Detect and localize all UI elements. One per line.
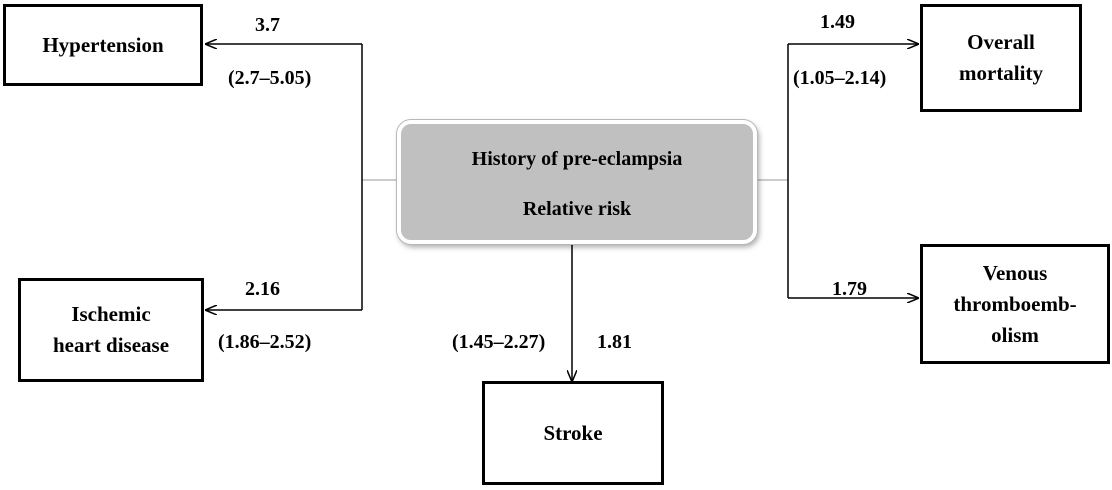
outcome-box-stroke: Stroke — [482, 381, 664, 485]
rr-value-overall-mortality: 1.49 — [820, 11, 855, 33]
center-subtitle: Relative risk — [522, 198, 632, 220]
outcome-box-ischemic-heart-disease: Ischemic heart disease — [18, 278, 204, 382]
outcome-label-venous-thromboembolism: Venous thromboemb- olism — [953, 260, 1077, 347]
rr-value-ischemic-heart-disease: 2.16 — [245, 278, 280, 300]
center-title: History of pre-eclampsia — [471, 148, 683, 170]
ci-ischemic-heart-disease: (1.86–2.52) — [218, 331, 312, 353]
outcome-label-hypertension: Hypertension — [42, 32, 164, 57]
ci-hypertension: (2.7–5.05) — [228, 67, 312, 89]
rr-value-stroke: 1.81 — [597, 331, 632, 353]
ci-stroke: (1.45–2.27) — [452, 331, 546, 353]
center-node-pre-eclampsia: History of pre-eclampsia Relative risk — [397, 120, 757, 244]
rr-value-venous-thromboembolism: 1.79 — [832, 278, 867, 300]
rr-value-hypertension: 3.7 — [255, 14, 280, 36]
outcome-label-overall-mortality: Overall mortality — [959, 30, 1043, 85]
outcome-label-stroke: Stroke — [543, 420, 603, 445]
outcome-box-overall-mortality: Overall mortality — [920, 4, 1082, 112]
outcome-label-ischemic-heart-disease: Ischemic heart disease — [52, 302, 170, 357]
ci-overall-mortality: (1.05–2.14) — [793, 67, 887, 89]
outcome-box-hypertension: Hypertension — [3, 4, 203, 86]
outcome-box-venous-thromboembolism: Venous thromboemb- olism — [920, 244, 1110, 364]
